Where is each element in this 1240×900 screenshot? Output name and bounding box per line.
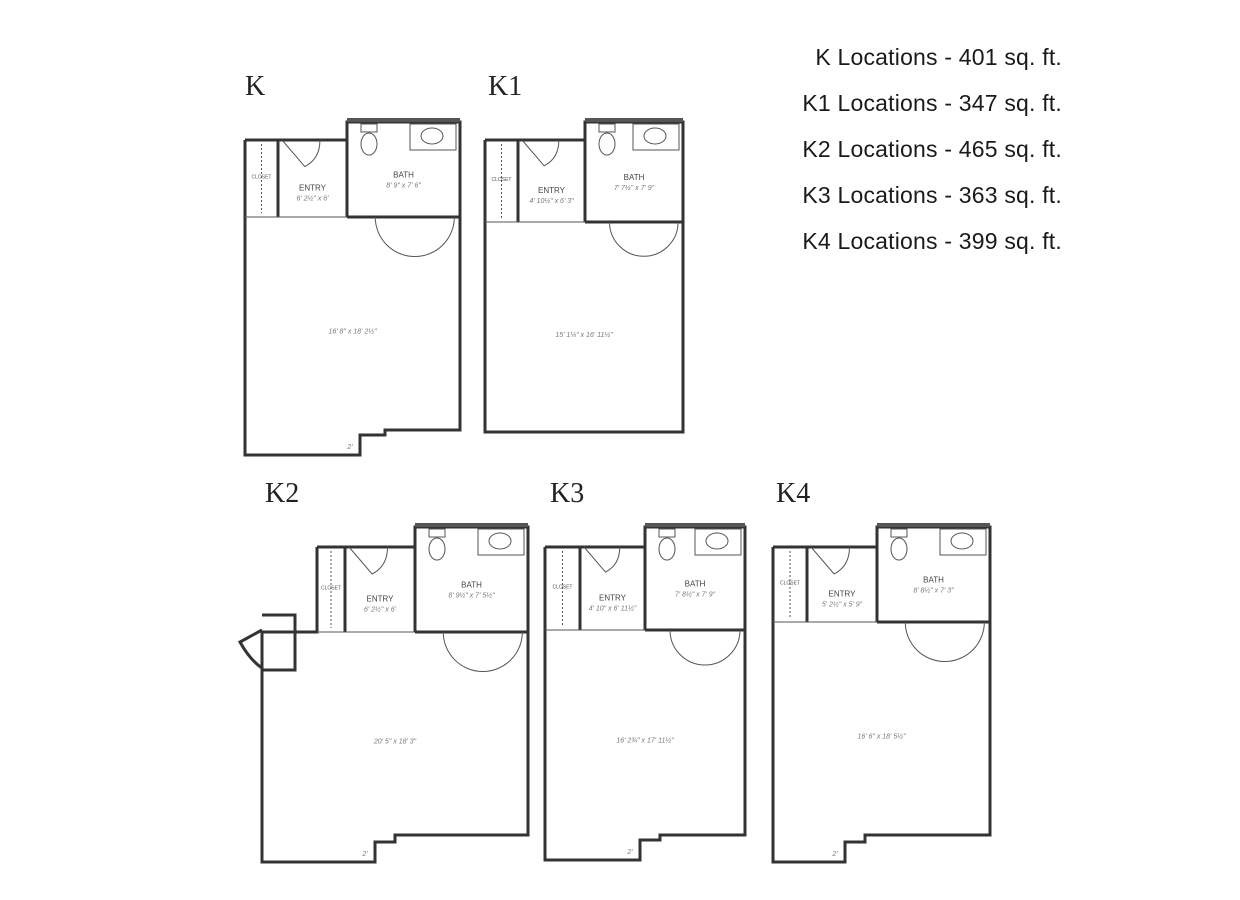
main-room-dimensions: 16' 8" x 18' 2½"	[328, 328, 377, 336]
bath-label: BATH	[461, 581, 482, 590]
bath-door-swing	[904, 621, 985, 663]
toilet-icon	[598, 132, 616, 156]
floor-plan-k: K ENTRY 6' 2½" x 6' BATH 8' 9" x 7' 6" 16' 8"…	[243, 71, 462, 457]
toilet-icon	[890, 537, 908, 561]
main-room-dimensions: 16' 2¾" x 17' 11½"	[616, 737, 674, 745]
legend-k: K Locations - 401 sq. ft.	[815, 44, 1062, 70]
step-dimension: 2'	[346, 444, 353, 451]
toilet-icon	[658, 537, 676, 561]
bath-door-swing	[609, 221, 679, 257]
entry-label: ENTRY	[538, 186, 566, 195]
legend-k3: K3 Locations - 363 sq. ft.	[802, 182, 1062, 208]
entry-door-swing	[281, 139, 321, 168]
sink-icon	[705, 532, 729, 550]
entry-label: ENTRY	[299, 184, 327, 193]
bath-door-swing	[442, 631, 523, 673]
bath-dimensions: 8' 8½" x 7' 3"	[913, 587, 954, 595]
legend-k2: K2 Locations - 465 sq. ft.	[802, 136, 1062, 162]
toilet-tank-icon	[598, 123, 616, 133]
bath-label: BATH	[923, 576, 944, 585]
plan-label: K4	[776, 478, 810, 509]
toilet-tank-icon	[658, 528, 676, 538]
bath-door-swing	[669, 629, 741, 666]
closet-label: CLOSET	[321, 586, 341, 592]
sink-icon	[420, 127, 444, 145]
toilet-tank-icon	[890, 528, 908, 538]
step-dimension: 2'	[831, 851, 838, 858]
entry-label: ENTRY	[367, 595, 395, 604]
toilet-icon	[428, 537, 446, 561]
main-room-dimensions: 15' 1¼" x 16' 11½"	[555, 331, 613, 339]
entry-door-swing	[348, 546, 388, 575]
vanity-icon	[632, 123, 680, 151]
bath-label: BATH	[393, 171, 414, 180]
sqft-legend: K Locations - 401 sq. ft. K1 Locations -…	[802, 40, 1062, 270]
vanity-icon	[477, 528, 525, 556]
main-room-dimensions: 16' 6" x 18' 5½"	[857, 733, 906, 741]
closet-label: CLOSET	[780, 581, 800, 587]
toilet-icon	[360, 132, 378, 156]
vanity-icon	[939, 528, 987, 556]
vanity-icon	[409, 123, 457, 151]
bath-label: BATH	[685, 580, 706, 589]
vanity-icon	[694, 528, 742, 556]
main-room-dimensions: 20' 5" x 18' 3"	[373, 739, 417, 746]
bath-dimensions: 7' 7½" x 7' 9"	[614, 184, 655, 192]
entry-door-swing	[810, 546, 850, 575]
bath-dimensions: 8' 9½" x 7' 5½"	[448, 592, 495, 600]
sink-icon	[488, 532, 512, 550]
entry-door-swing	[583, 546, 621, 573]
toilet-tank-icon	[428, 528, 446, 538]
closet-label: CLOSET	[552, 585, 572, 591]
entry-dimensions: 6' 2½" x 6'	[296, 195, 329, 203]
bath-dimensions: 7' 8½" x 7' 9"	[675, 591, 716, 599]
sink-icon	[643, 127, 667, 145]
entry-dimensions: 5' 2½" x 5' 9"	[822, 601, 863, 609]
bath-door-swing	[374, 216, 455, 258]
plan-label: K	[245, 71, 265, 102]
entry-label: ENTRY	[829, 590, 857, 599]
closet-label: CLOSET	[491, 177, 511, 183]
bath-exterior-wall	[415, 523, 528, 527]
sink-icon	[950, 532, 974, 550]
bath-dimensions: 8' 9" x 7' 6"	[386, 183, 421, 190]
entry-dimensions: 4' 10½" x 6' 3"	[529, 197, 574, 205]
plan-label: K2	[265, 478, 299, 509]
legend-k1: K1 Locations - 347 sq. ft.	[802, 90, 1062, 116]
step-dimension: 2'	[626, 849, 633, 856]
plan-label: K3	[550, 478, 584, 509]
exterior-wall	[260, 525, 530, 864]
legend-k4: K4 Locations - 399 sq. ft.	[802, 228, 1062, 254]
step-dimension: 2'	[361, 851, 368, 858]
closet-label: CLOSET	[251, 175, 271, 181]
bay-door	[237, 613, 297, 672]
entry-door-swing	[521, 139, 560, 167]
bath-exterior-wall	[877, 523, 990, 527]
entry-dimensions: 6' 2½" x 6'	[364, 606, 397, 614]
plan-label: K1	[488, 71, 522, 102]
bath-exterior-wall	[585, 118, 683, 122]
entry-label: ENTRY	[599, 594, 627, 603]
bath-exterior-wall	[645, 523, 745, 527]
entry-dimensions: 4' 10" x 6' 11½"	[589, 605, 637, 613]
bath-label: BATH	[624, 173, 645, 182]
toilet-tank-icon	[360, 123, 378, 133]
bath-exterior-wall	[347, 118, 460, 122]
